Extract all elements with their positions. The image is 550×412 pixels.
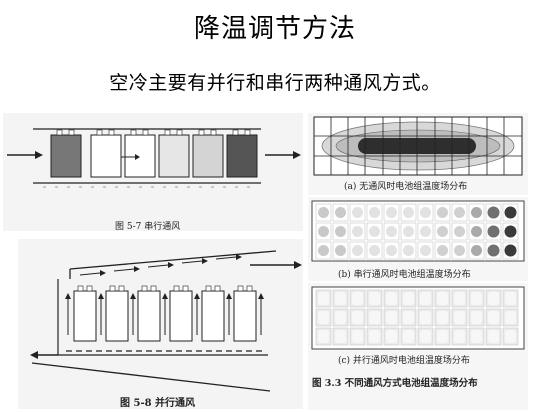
temperature-dot xyxy=(335,330,346,343)
temperature-dot xyxy=(420,311,431,324)
temperature-dot xyxy=(369,292,380,305)
temperature-dot xyxy=(471,311,482,324)
temperature-dot xyxy=(403,207,414,218)
temperature-dot xyxy=(352,311,363,324)
temperature-dot xyxy=(352,245,363,256)
temperature-dot xyxy=(403,226,414,237)
series-cell xyxy=(158,129,190,178)
temperature-dot xyxy=(505,311,516,324)
temperature-dot xyxy=(471,330,482,343)
temperature-dot xyxy=(335,226,346,237)
temperature-dot xyxy=(352,292,363,305)
temperature-dot xyxy=(471,292,482,305)
temperature-dot xyxy=(420,330,431,343)
figure-temp-field-a: (a) 无通风时电池组温度场分布 xyxy=(308,113,528,195)
temperature-dot xyxy=(352,207,363,218)
temperature-dot xyxy=(420,292,431,305)
temperature-dot xyxy=(403,245,414,256)
temperature-dot xyxy=(352,330,363,343)
temperature-dot xyxy=(488,330,499,343)
figure-temp-field-b: (b) 串行通风时电池组温度场分布 xyxy=(308,197,528,281)
temperature-dot xyxy=(487,244,500,257)
series-cell xyxy=(124,129,156,178)
temperature-dot xyxy=(318,226,329,237)
temperature-dot xyxy=(369,330,380,343)
temperature-dot xyxy=(454,207,465,218)
temperature-dot xyxy=(318,311,329,324)
temperature-dot xyxy=(335,292,346,305)
temperature-dot xyxy=(487,225,500,238)
temperature-dot xyxy=(487,206,500,219)
temperature-dot xyxy=(471,245,482,256)
temperature-dot xyxy=(505,330,516,343)
temperature-dot xyxy=(386,292,397,305)
figure-caption: (b) 串行通风时电池组温度场分布 xyxy=(338,270,471,280)
series-cell xyxy=(90,129,122,178)
temperature-dot xyxy=(318,245,329,256)
temperature-dot xyxy=(488,292,499,305)
figure-series-ventilation: 图 5-7 串行通风 xyxy=(3,113,303,232)
series-cell xyxy=(226,129,258,178)
temperature-dot xyxy=(437,330,448,343)
temperature-dot xyxy=(335,245,346,256)
temperature-dot xyxy=(403,330,414,343)
temperature-dot xyxy=(369,207,380,218)
temperature-dot xyxy=(488,311,499,324)
slide-title: 降温调节方法 xyxy=(193,14,356,44)
temperature-dot xyxy=(454,292,465,305)
temperature-dot xyxy=(437,311,448,324)
temperature-dot xyxy=(386,245,397,256)
series-cell xyxy=(192,129,224,178)
temperature-dot xyxy=(386,330,397,343)
temperature-dot xyxy=(335,311,346,324)
temperature-dot xyxy=(420,207,431,218)
temperature-dot xyxy=(454,226,465,237)
temperature-dot xyxy=(386,226,397,237)
temperature-dot xyxy=(471,226,482,237)
figure-parallel-ventilation: 图 5-8 并行通风 xyxy=(18,239,303,409)
temperature-dot xyxy=(403,292,414,305)
figure-caption: 图 3.3 不同通风方式电池组温度场分布 xyxy=(312,378,478,389)
temperature-dot xyxy=(318,330,329,343)
figure-caption: 图 5-8 并行通风 xyxy=(120,398,196,409)
temperature-dot xyxy=(454,245,465,256)
temperature-dot xyxy=(420,245,431,256)
figure-caption: (a) 无通风时电池组温度场分布 xyxy=(344,182,468,192)
temperature-dot xyxy=(454,311,465,324)
temperature-dot xyxy=(335,207,346,218)
temperature-dot xyxy=(386,311,397,324)
temperature-dot xyxy=(420,226,431,237)
temperature-dot xyxy=(504,244,517,257)
temperature-dot xyxy=(386,207,397,218)
temperature-dot xyxy=(369,311,380,324)
figure-caption: 图 5-7 串行通风 xyxy=(115,222,181,232)
temperature-dot xyxy=(437,207,448,218)
temperature-dot xyxy=(471,207,482,218)
temperature-dot xyxy=(403,311,414,324)
figure-temp-field-c: (c) 并行通风时电池组温度场分布 图 3.3 不同通风方式电池组温度场分布 xyxy=(308,283,528,410)
temperature-dot xyxy=(369,245,380,256)
temperature-dot xyxy=(437,226,448,237)
temperature-dot xyxy=(505,292,516,305)
temperature-dot xyxy=(369,226,380,237)
temperature-dot xyxy=(352,226,363,237)
temperature-dot xyxy=(318,292,329,305)
temperature-dot xyxy=(318,207,329,218)
slide-subtitle: 空冷主要有并行和串行两种通风方式。 xyxy=(109,72,441,94)
temperature-dot xyxy=(504,206,517,219)
temperature-dot xyxy=(437,292,448,305)
temperature-dot xyxy=(454,330,465,343)
temperature-dot xyxy=(504,225,517,238)
series-cell xyxy=(50,129,82,178)
temperature-dot xyxy=(437,245,448,256)
figure-caption: (c) 并行通风时电池组温度场分布 xyxy=(338,356,470,366)
